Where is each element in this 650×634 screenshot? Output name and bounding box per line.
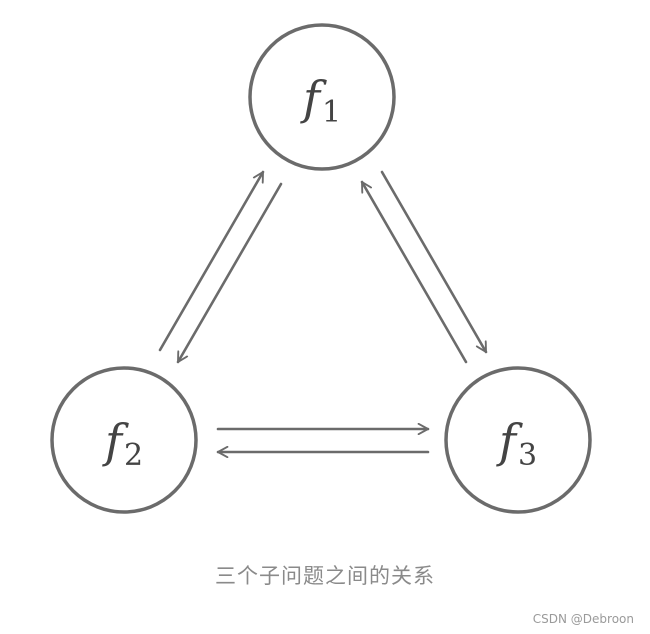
edge-f3-to-f1 [360, 180, 468, 364]
node-f1-label: f1 [300, 71, 341, 130]
edges-layer [158, 170, 488, 452]
node-f2: f2 [50, 366, 198, 514]
node-f3: f3 [444, 366, 592, 514]
node-f1-circle [248, 23, 396, 171]
edge-f2-to-f1 [158, 170, 265, 352]
watermark: CSDN @Debroon [532, 612, 634, 626]
node-f2-circle [50, 366, 198, 514]
diagram-caption: 三个子问题之间的关系 [215, 564, 435, 588]
node-f3-label: f3 [496, 414, 537, 473]
node-f3-circle [444, 366, 592, 514]
node-f3-subscript: 3 [518, 438, 537, 473]
node-f2-subscript: 2 [124, 438, 143, 473]
node-f1: f1 [248, 23, 396, 171]
edge-f1-to-f2 [176, 182, 283, 364]
node-f1-subscript: 1 [322, 95, 341, 130]
edge-f1-to-f3 [380, 170, 488, 354]
